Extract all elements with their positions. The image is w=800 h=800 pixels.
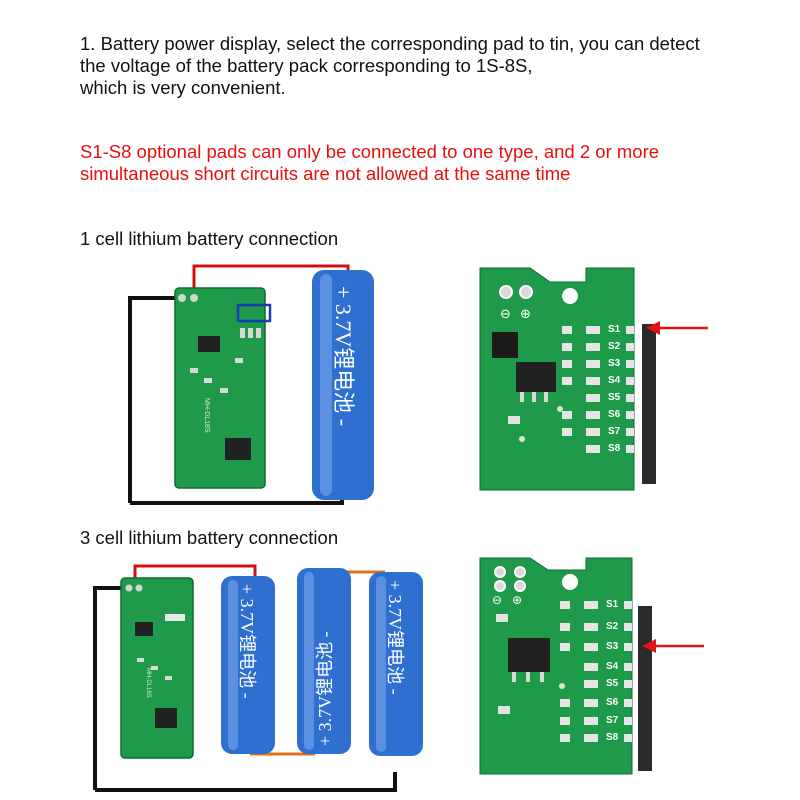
intro-line-1: 1. Battery power display, select the cor…	[80, 33, 700, 54]
black-wire	[93, 586, 125, 790]
battery-cell-1: + 3.7V锂电池 -	[221, 576, 275, 754]
red-arrow-icon	[646, 321, 708, 335]
battery-cell-3: + 3.7V锂电池 -	[369, 572, 423, 756]
intro-paragraph: 1. Battery power display, select the cor…	[80, 33, 780, 99]
pad-label-s1: S1	[606, 599, 619, 610]
pad-label-s3: S3	[608, 358, 621, 369]
pcb-closeup-bottom: ⊖ ⊕ S1 S2 S3 S4 S5 S6 S7 S8	[478, 556, 718, 776]
pad-label-s2: S2	[606, 621, 619, 632]
svg-text:⊖: ⊖	[500, 307, 511, 322]
section-three-heading: 3 cell lithium battery connection	[80, 527, 339, 548]
svg-text:⊖: ⊖	[492, 593, 502, 607]
warning-paragraph: S1-S8 optional pads can only be connecte…	[80, 141, 780, 185]
pad-label-s4: S4	[608, 375, 621, 386]
pad-label-s7: S7	[608, 426, 621, 437]
three-cell-wiring-photo: MH-DL18S + 3.7V锂电池 - + 3.7V锂电池 - + 3.7V锂…	[93, 564, 423, 792]
pad-column-top: S1 S2 S3 S4 S5 S6 S7 S8	[562, 324, 634, 454]
red-arrow-icon	[642, 639, 704, 653]
board-marking: MH-DL18S	[145, 668, 151, 698]
pcb-closeup-top: ⊖ ⊕ S1 S2 S3 S4 S5 S6 S7 S8	[478, 264, 718, 492]
board-marking: MH-DL18S	[203, 398, 210, 433]
intro-line-2: the voltage of the battery pack correspo…	[80, 55, 533, 76]
battery-label-1: + 3.7V锂电池 -	[237, 584, 257, 699]
section-one-heading: 1 cell lithium battery connection	[80, 228, 339, 249]
pad-label-s6: S6	[606, 697, 619, 708]
pad-label-s4: S4	[606, 661, 619, 672]
warning-line-1: S1-S8 optional pads can only be connecte…	[80, 141, 660, 162]
pad-label-s7: S7	[606, 715, 619, 726]
pad-label-s1: S1	[608, 324, 621, 335]
warning-line-2: simultaneous short circuits are not allo…	[80, 163, 571, 184]
battery-label-3: + 3.7V锂电池 -	[385, 580, 405, 695]
battery-cell-2: + 3.7V锂电池 -	[297, 568, 351, 754]
intro-line-3: which is very convenient.	[80, 77, 286, 98]
black-wire	[128, 296, 180, 503]
battery-label-2: + 3.7V锂电池 -	[315, 631, 335, 746]
pad-label-s3: S3	[606, 641, 619, 652]
pcb-board: MH-DL18S	[174, 287, 272, 489]
one-cell-wiring-photo: MH-DL18S + 3.7V锂电池 -	[128, 264, 374, 505]
pcb-board: MH-DL18S	[120, 577, 194, 759]
battery-cell: + 3.7V锂电池 -	[312, 270, 374, 500]
pad-label-s8: S8	[608, 443, 621, 454]
red-wire	[133, 564, 257, 586]
pad-label-s5: S5	[608, 392, 621, 403]
svg-text:⊕: ⊕	[520, 307, 531, 322]
pad-label-s5: S5	[606, 678, 619, 689]
pad-label-s2: S2	[608, 341, 621, 352]
pad-label-s6: S6	[608, 409, 621, 420]
pad-label-s8: S8	[606, 732, 619, 743]
svg-text:⊕: ⊕	[512, 593, 522, 607]
pad-column-bottom: S1 S2 S3 S4 S5 S6 S7 S8	[560, 599, 632, 743]
battery-label: + 3.7V锂电池 -	[331, 286, 356, 426]
black-wire	[95, 772, 397, 792]
pad-highlight-box	[236, 303, 272, 323]
